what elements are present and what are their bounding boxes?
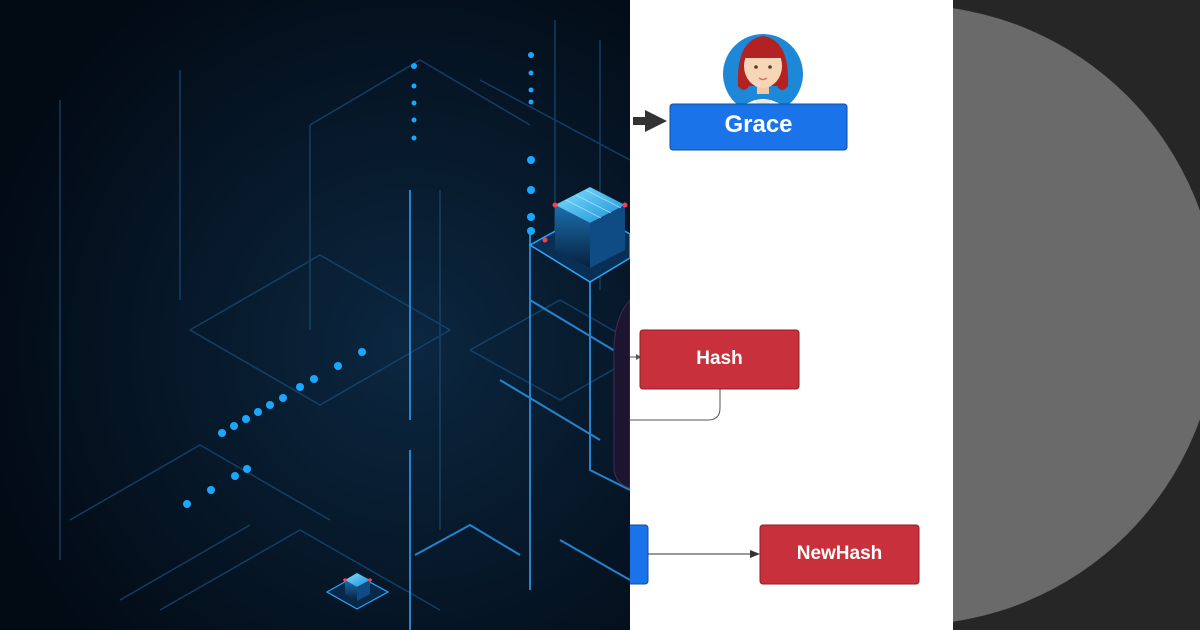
hash-node-label: Hash [696,348,742,369]
partial-blue-node[interactable] [630,524,649,585]
card-edge-decoration [613,299,630,489]
hash-input-arrowhead [636,354,641,360]
grace-node-label: Grace [724,111,792,138]
hash-node[interactable]: Hash [639,329,800,390]
light-dots [183,52,535,508]
glowing-circuit-lines [409,190,630,630]
arrow-to-grace [633,110,667,132]
blockchain-cube-icon [528,187,630,283]
flow-diagram: Grace Hash NewHash [630,34,920,585]
flow-diagram-panel: Grace Hash NewHash [630,0,953,630]
newhash-node-label: NewHash [797,543,883,564]
gray-circle-shape [953,0,1200,630]
circuit-illustration-panel [0,0,630,630]
decorative-shape-panel [953,0,1200,630]
grace-node[interactable]: Grace [669,103,848,151]
small-cube-icon [325,573,390,610]
newhash-node[interactable]: NewHash [759,524,920,585]
arrow-to-newhash [648,550,760,558]
blockchain-circuit-illustration [0,0,630,630]
